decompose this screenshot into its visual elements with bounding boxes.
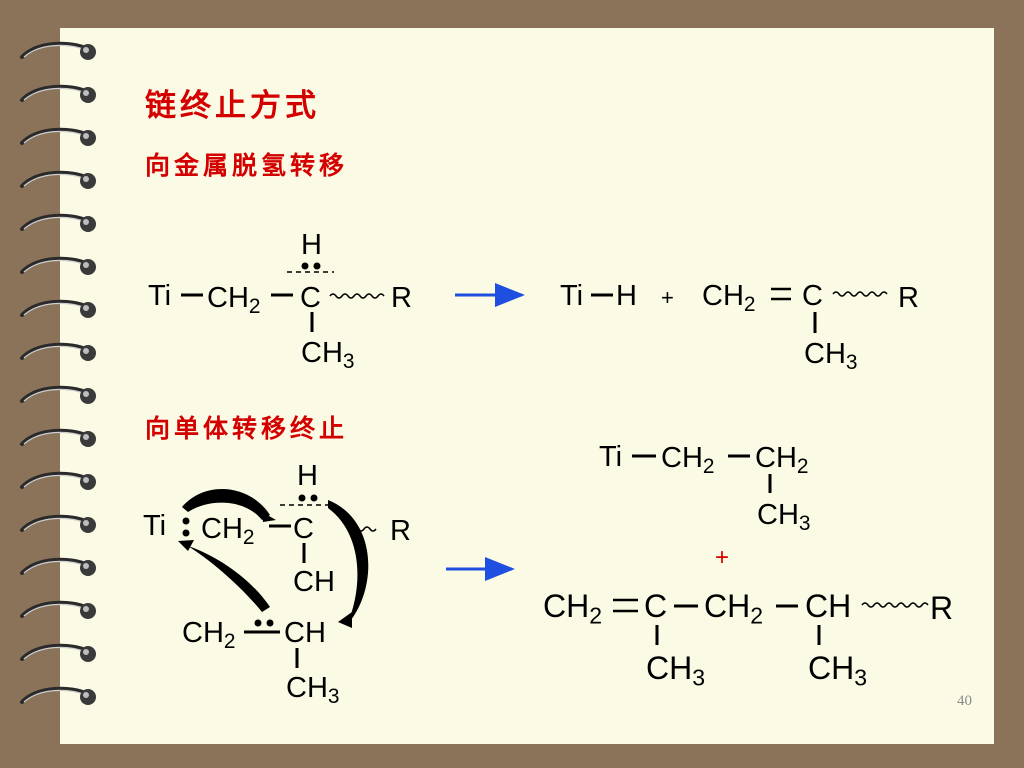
main-heading: 链终止方式 [145,88,320,124]
slide-page [60,28,994,744]
p2-ch2-b: CH2 [755,442,809,478]
p2-ti: Ti [599,441,623,473]
sub-heading-metal-hydride-transfer: 向金属脱氢转移 [145,151,349,180]
binding-ring [20,385,96,404]
p2-plus: + [715,544,730,571]
p1-ch3: CH3 [804,338,858,374]
r2-ti: Ti [143,510,167,542]
r2-ch2: CH2 [201,513,255,549]
binding-ring [20,170,96,189]
p2-ch2-a: CH2 [661,442,715,478]
reaction2-product-bonds [613,454,929,645]
r1-h: H [301,229,322,261]
binding-ring [20,557,96,576]
reaction2-electron-dots [182,494,318,627]
reaction1-reactant-bonds [181,271,385,332]
binding-ring [20,428,96,447]
binding-ring [20,127,96,146]
reaction1-electron-pair [301,262,321,270]
r2-monomer-ch: CH [284,617,326,649]
p1-plus: + [661,285,674,310]
r2-r: R [390,515,411,547]
p2-vinyl-c: C [644,588,668,624]
r1-ch2: CH2 [207,282,261,318]
r2-monomer-ch2: CH2 [182,617,236,653]
binding-ring [20,41,96,60]
reaction2-curved-arrows [178,489,369,628]
binding-ring [20,84,96,103]
p1-ti: Ti [560,280,584,312]
r1-c: C [300,282,321,314]
p1-h: H [616,280,637,312]
p2-ch3-b: CH3 [808,650,868,691]
binding-ring [20,514,96,533]
p2-r: R [930,590,954,626]
r1-r: R [391,282,412,314]
binding-ring [20,643,96,662]
p2-ch3-a: CH3 [646,650,706,691]
page-number: 40 [957,693,972,709]
p1-c: C [802,280,823,312]
p1-ch2: CH2 [702,280,756,316]
binding-ring [20,471,96,490]
p2-ch3: CH3 [757,499,811,535]
binding-ring [20,299,96,318]
p2-vinyl-ch2: CH2 [543,588,603,629]
r1-ti: Ti [148,280,172,312]
p1-r: R [898,282,919,314]
r2-c: C [293,513,314,545]
r2-monomer-ch3: CH3 [286,672,340,708]
binding-ring [20,256,96,275]
sub-heading-monomer-transfer: 向单体转移终止 [145,414,349,443]
binding-ring [20,213,96,232]
r2-h: H [297,460,318,492]
binding-ring [20,686,96,705]
reaction1-product-bonds [591,287,888,333]
binding-ring [20,600,96,619]
p2-chain-ch2: CH2 [704,588,764,629]
p2-chain-ch: CH [805,588,852,624]
r2-ch-partial: CH [293,566,335,598]
binding-ring [20,342,96,361]
r1-ch3: CH3 [301,337,355,373]
reaction2-reactant-bonds [244,504,377,668]
